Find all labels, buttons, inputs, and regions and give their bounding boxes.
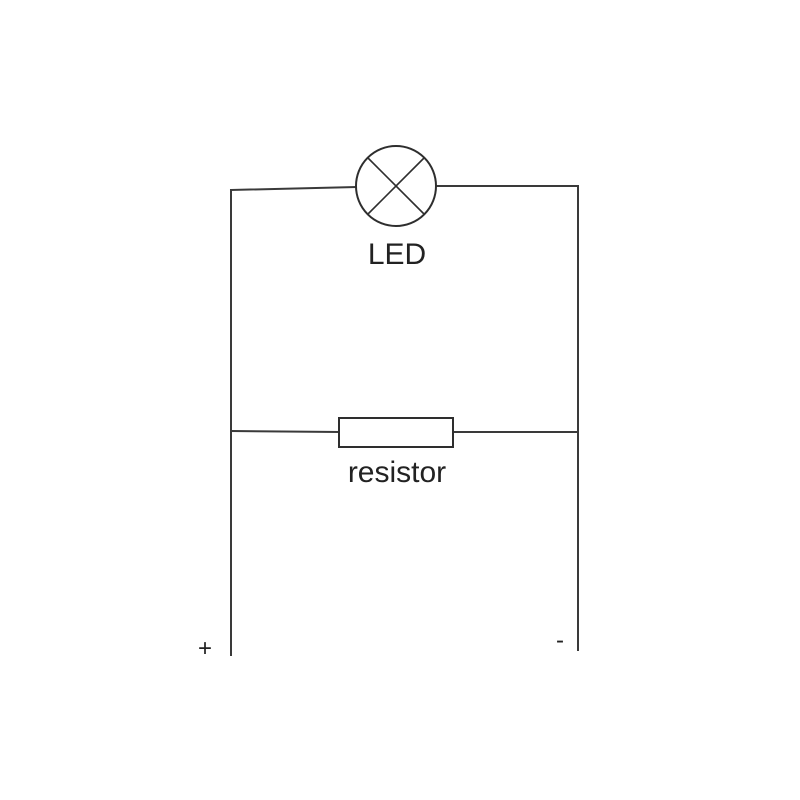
positive-terminal-label: + (198, 635, 212, 662)
resistor-symbol (338, 417, 454, 448)
negative-terminal-label: - (556, 627, 564, 654)
resistor-label: resistor (348, 456, 446, 489)
led-label: LED (368, 238, 426, 271)
led-symbol (355, 145, 437, 227)
wire-top-left (229, 185, 358, 192)
wire-resistor-left (229, 429, 341, 434)
led-cross-line-b (367, 157, 425, 215)
